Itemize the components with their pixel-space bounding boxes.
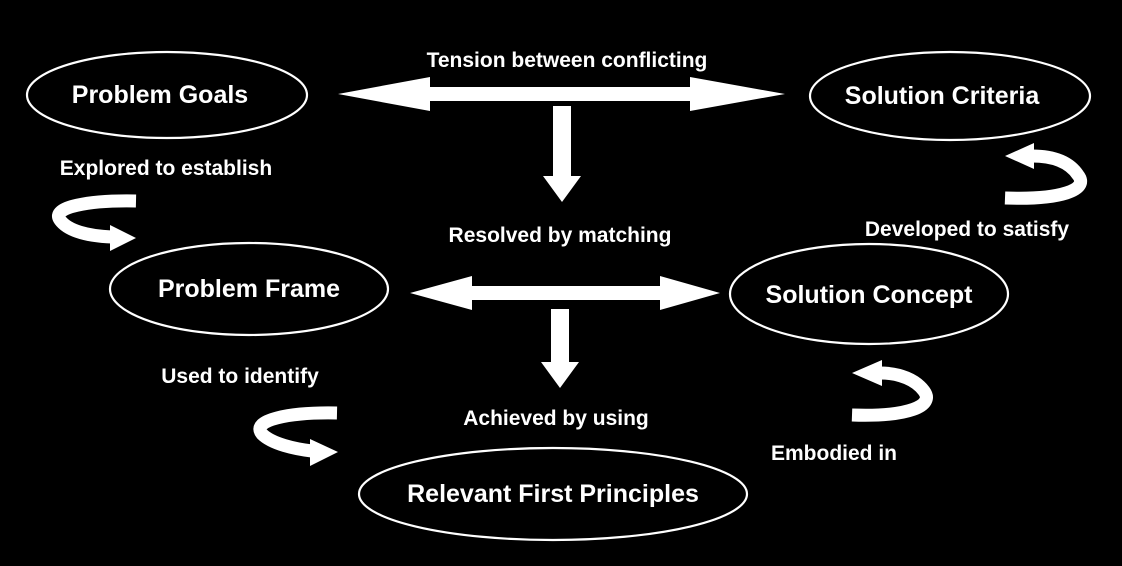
solution-concept-label: Solution Concept xyxy=(766,281,974,309)
tension-double-arrow xyxy=(338,77,785,111)
problem-frame-label: Problem Frame xyxy=(158,275,340,303)
first-principles-ellipse xyxy=(357,446,749,542)
problem-goals-ellipse xyxy=(25,50,309,140)
down-arrow-to-achieved xyxy=(541,309,579,388)
curved-arrow-used xyxy=(253,406,338,466)
solution-criteria-label: Solution Criteria xyxy=(845,82,1041,110)
first-principles-label: Relevant First Principles xyxy=(407,480,699,508)
resolved-double-arrow xyxy=(410,276,720,310)
node-problem-goals: Problem Goals xyxy=(25,50,309,140)
developed-label: Developed to satisfy xyxy=(865,218,1070,241)
curved-arrow-explored xyxy=(51,194,137,251)
embodied-label: Embodied in xyxy=(771,442,897,465)
problem-frame-ellipse xyxy=(108,241,390,337)
curved-arrow-developed xyxy=(1004,143,1087,205)
tension-label: Tension between conflicting xyxy=(427,49,708,72)
explored-label: Explored to establish xyxy=(60,157,272,180)
node-relevant-first-principles: Relevant First Principles xyxy=(357,446,749,542)
node-solution-concept: Solution Concept xyxy=(728,242,1010,346)
used-label: Used to identify xyxy=(161,365,319,388)
node-solution-criteria: Solution Criteria xyxy=(808,50,1092,142)
problem-goals-label: Problem Goals xyxy=(72,81,248,109)
node-problem-frame: Problem Frame xyxy=(108,241,390,337)
solution-concept-ellipse xyxy=(728,242,1010,346)
curved-arrow-embodied xyxy=(851,360,933,422)
resolved-label: Resolved by matching xyxy=(449,224,672,247)
down-arrow-to-resolved xyxy=(543,106,581,202)
achieved-label: Achieved by using xyxy=(463,407,649,430)
solution-criteria-ellipse xyxy=(808,50,1092,142)
